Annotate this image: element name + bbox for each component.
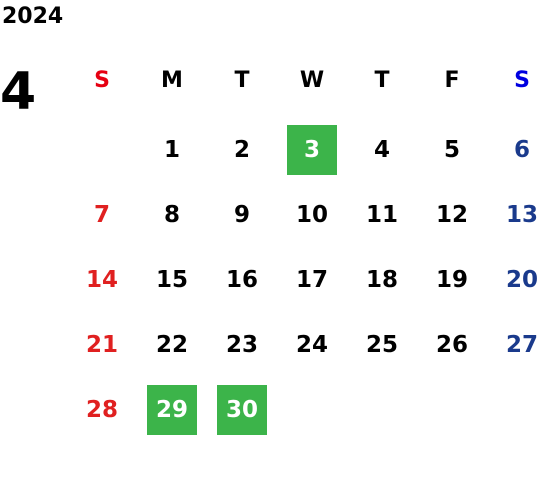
day-cell-5[interactable]: 5 — [443, 137, 460, 163]
day-cell-29[interactable]: 29 — [147, 385, 197, 435]
day-cell-15[interactable]: 15 — [155, 267, 188, 293]
day-cell-14[interactable]: 14 — [85, 267, 118, 293]
day-cell-11[interactable]: 11 — [365, 202, 398, 228]
weekday-fri: F — [444, 68, 460, 93]
day-cell-8[interactable]: 8 — [163, 202, 180, 228]
day-cell-19[interactable]: 19 — [435, 267, 468, 293]
day-cell-3[interactable]: 3 — [287, 125, 337, 175]
day-cell-1[interactable]: 1 — [163, 137, 180, 163]
weekday-sun: S — [94, 68, 110, 93]
day-cell-18[interactable]: 18 — [365, 267, 398, 293]
weekday-sat: S — [514, 68, 530, 93]
year-label: 2024 — [2, 4, 64, 29]
day-cell-27[interactable]: 27 — [505, 332, 538, 358]
day-cell-22[interactable]: 22 — [155, 332, 188, 358]
day-cell-9[interactable]: 9 — [233, 202, 250, 228]
day-cell-6[interactable]: 6 — [513, 137, 530, 163]
day-cell-12[interactable]: 12 — [435, 202, 468, 228]
weekday-mon: M — [161, 68, 183, 93]
day-cell-23[interactable]: 23 — [225, 332, 258, 358]
day-cell-28[interactable]: 28 — [85, 397, 118, 423]
day-cell-30[interactable]: 30 — [217, 385, 267, 435]
weekday-wed: W — [299, 68, 325, 93]
day-cell-16[interactable]: 16 — [225, 267, 258, 293]
weekday-tue: T — [234, 68, 250, 93]
day-cell-17[interactable]: 17 — [295, 267, 328, 293]
day-cell-24[interactable]: 24 — [295, 332, 328, 358]
day-cell-4[interactable]: 4 — [373, 137, 390, 163]
day-cell-26[interactable]: 26 — [435, 332, 468, 358]
month-number: 4 — [0, 62, 37, 122]
weekday-thu: T — [374, 68, 390, 93]
day-cell-21[interactable]: 21 — [85, 332, 118, 358]
day-cell-7[interactable]: 7 — [93, 202, 110, 228]
day-cell-20[interactable]: 20 — [505, 267, 538, 293]
day-cell-2[interactable]: 2 — [233, 137, 250, 163]
day-cell-25[interactable]: 25 — [365, 332, 398, 358]
day-cell-10[interactable]: 10 — [295, 202, 328, 228]
day-cell-13[interactable]: 13 — [505, 202, 538, 228]
